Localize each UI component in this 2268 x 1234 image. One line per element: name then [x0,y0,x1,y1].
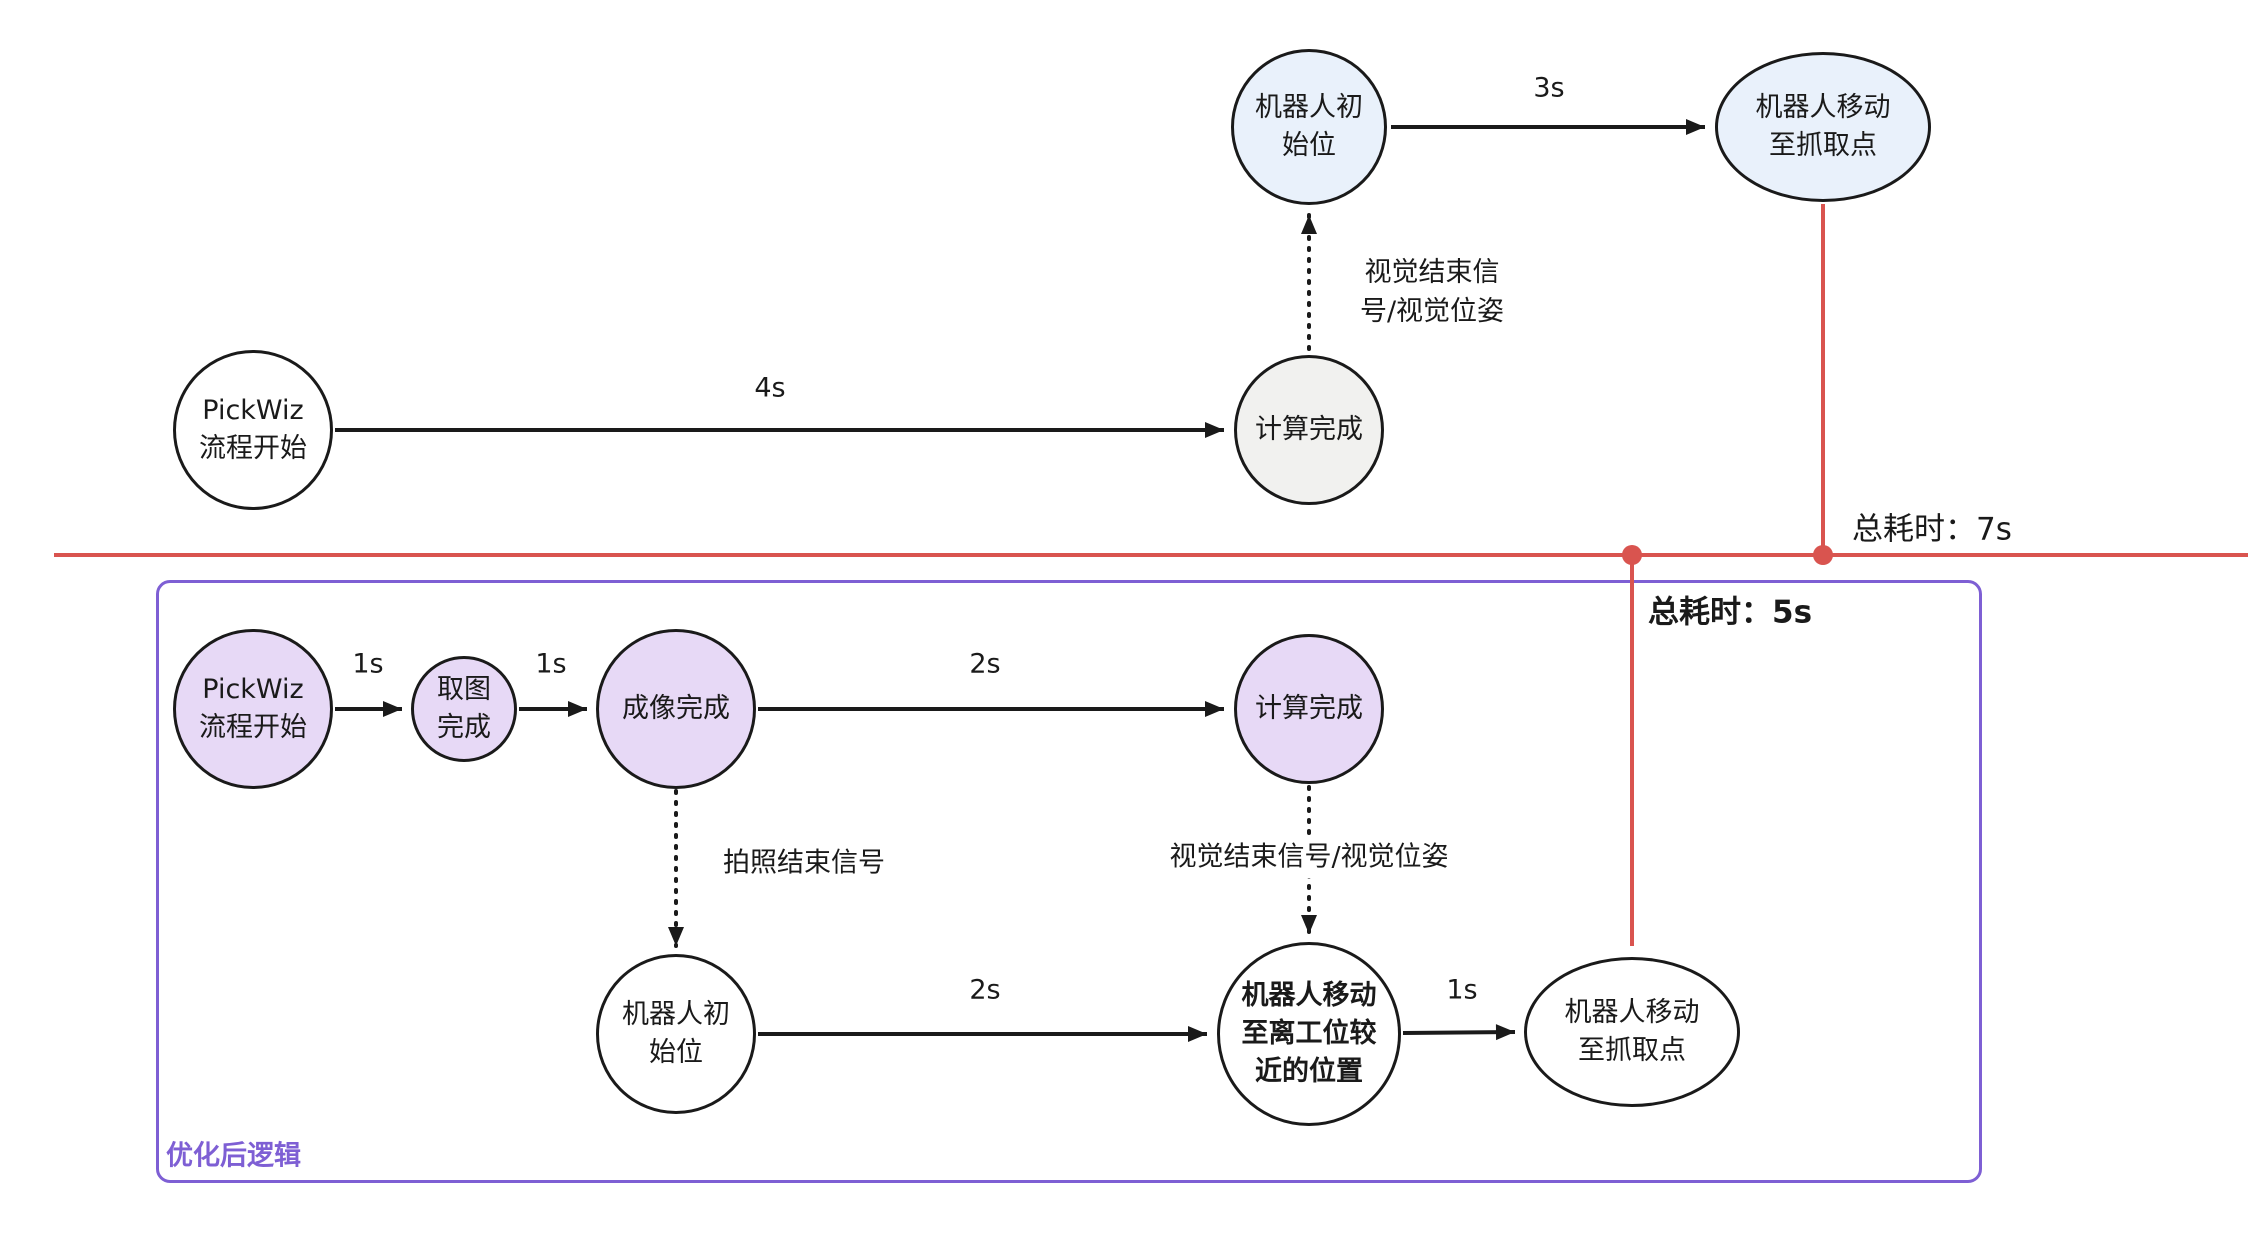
red-dot-left [1622,545,1642,565]
edge-label-top-4s: 4s [754,372,786,404]
node-bot-imaging-done: 成像完成 [596,629,756,789]
total-time-top: 总耗时：7s [1852,511,2012,548]
optimized-flow-box-label: 优化后逻辑 [166,1140,301,1172]
edge-label-bot-photo-signal: 拍照结束信号 [723,847,885,879]
edge-label-bot-1s-b: 1s [535,648,567,680]
node-bot-start: PickWiz 流程开始 [173,629,333,789]
node-top-compute-done: 计算完成 [1234,355,1384,505]
node-bot-capture-done: 取图 完成 [411,656,517,762]
arrow-bot-near-to-grab [1402,1024,1516,1041]
optimized-flow-box [156,580,1982,1183]
node-bot-robot-near-station: 机器人移动 至离工位较 近的位置 [1217,942,1401,1126]
edge-label-bot-vision-signal: 视觉结束信号/视觉位姿 [1161,835,1457,879]
edge-label-bot-2s-b: 2s [969,974,1001,1006]
node-top-robot-init: 机器人初 始位 [1231,49,1387,205]
edge-label-top-vision-signal: 视觉结束信 号/视觉位姿 [1359,256,1505,327]
edge-label-bot-2s-a: 2s [969,648,1001,680]
node-bot-compute-done: 计算完成 [1234,634,1384,784]
total-time-bottom: 总耗时：5s [1648,594,1813,631]
node-top-start: PickWiz 流程开始 [173,350,333,510]
node-bot-robot-init: 机器人初 始位 [596,954,756,1114]
edge-label-top-3s: 3s [1533,72,1565,104]
edge-label-bot-1s-a: 1s [352,648,384,680]
edge-label-bot-1s-c: 1s [1446,974,1478,1006]
red-dot-right [1813,545,1833,565]
node-top-robot-to-grab: 机器人移动 至抓取点 [1715,52,1931,202]
node-bot-robot-to-grab: 机器人移动 至抓取点 [1524,957,1740,1107]
